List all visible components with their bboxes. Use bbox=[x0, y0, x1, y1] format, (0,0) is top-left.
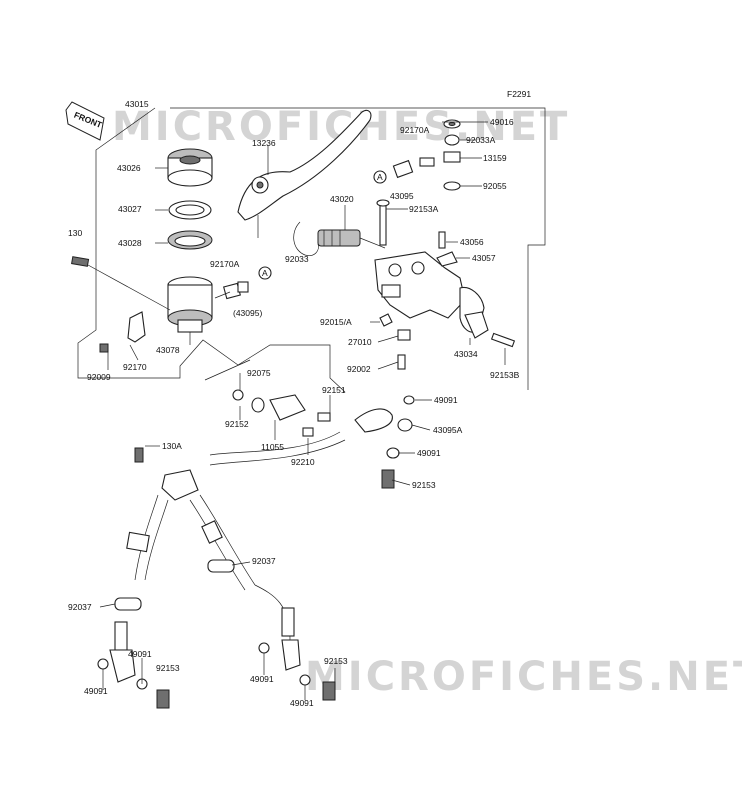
figure-code: F2291 bbox=[507, 89, 531, 99]
label-92153-right: 92153 bbox=[412, 480, 436, 490]
label-92170: 92170 bbox=[123, 362, 147, 372]
part-number-labels: 43015 43026 43027 43028 13236 43020 9203… bbox=[68, 99, 520, 708]
reservoir-cap-stack bbox=[167, 148, 213, 250]
assembly-frame bbox=[77, 107, 546, 393]
label-43026: 43026 bbox=[117, 163, 141, 173]
label-92075: 92075 bbox=[247, 368, 271, 378]
piston-kit bbox=[293, 221, 386, 256]
left-bracket-bolts bbox=[71, 256, 171, 353]
label-49091-c: 49091 bbox=[128, 649, 152, 659]
label-92153b: 92153B bbox=[490, 370, 520, 380]
label-92033: 92033 bbox=[285, 254, 309, 264]
label-13236: 13236 bbox=[252, 138, 276, 148]
brake-hose bbox=[97, 431, 346, 709]
label-92037-right: 92037 bbox=[252, 556, 276, 566]
callout-a-left-letter: A bbox=[262, 268, 268, 278]
label-49016: 49016 bbox=[490, 117, 514, 127]
label-49091-a: 49091 bbox=[434, 395, 458, 405]
label-49091-b: 49091 bbox=[417, 448, 441, 458]
brake-lever bbox=[237, 109, 372, 238]
callout-a-right-letter: A bbox=[377, 172, 383, 182]
label-43020: 43020 bbox=[330, 194, 354, 204]
label-43078: 43078 bbox=[156, 345, 180, 355]
label-92210: 92210 bbox=[291, 457, 315, 467]
label-49091-d: 49091 bbox=[84, 686, 108, 696]
label-92033a: 92033A bbox=[466, 135, 496, 145]
label-92151: 92151 bbox=[322, 385, 346, 395]
label-43028: 43028 bbox=[118, 238, 142, 248]
label-92170a-right: 92170A bbox=[400, 125, 430, 135]
label-11055: 11055 bbox=[261, 442, 284, 452]
callout-a-right: A bbox=[373, 170, 387, 184]
label-49091-f: 49091 bbox=[290, 698, 314, 708]
label-92002: 92002 bbox=[347, 364, 371, 374]
label-92152: 92152 bbox=[225, 419, 249, 429]
label-13159: 13159 bbox=[483, 153, 507, 163]
label-43056: 43056 bbox=[460, 237, 484, 247]
master-cylinder-body bbox=[374, 251, 489, 339]
leader-lines bbox=[99, 121, 506, 700]
label-92015a: 92015/A bbox=[320, 317, 352, 327]
reservoir-body bbox=[167, 276, 213, 333]
label-43057: 43057 bbox=[472, 253, 496, 263]
body-small-parts bbox=[223, 281, 516, 405]
label-92153a: 92153A bbox=[409, 204, 439, 214]
label-92037-left: 92037 bbox=[68, 602, 92, 612]
label-43027: 43027 bbox=[118, 204, 142, 214]
label-92153-lower-right: 92153 bbox=[324, 656, 348, 666]
label-43095a: 43095A bbox=[433, 425, 463, 435]
label-130a: 130A bbox=[162, 441, 182, 451]
label-92009: 92009 bbox=[87, 372, 111, 382]
label-43095: 43095 bbox=[390, 191, 414, 201]
label-43015: 43015 bbox=[125, 99, 149, 109]
watermark-bottom: MICROFICHES.NET bbox=[305, 654, 742, 700]
label-92153-lower-left: 92153 bbox=[156, 663, 180, 673]
label-92170a-left: 92170A bbox=[210, 259, 240, 269]
label-92055: 92055 bbox=[483, 181, 507, 191]
top-right-fittings bbox=[376, 119, 461, 267]
callout-a-left: A bbox=[258, 266, 272, 280]
front-arrow-icon: FRONT bbox=[65, 101, 105, 141]
label-130: 130 bbox=[68, 228, 82, 238]
label-27010: 27010 bbox=[348, 337, 372, 347]
label-49091-e: 49091 bbox=[250, 674, 274, 684]
label-43095-paren: (43095) bbox=[233, 308, 262, 318]
label-43034: 43034 bbox=[454, 349, 478, 359]
